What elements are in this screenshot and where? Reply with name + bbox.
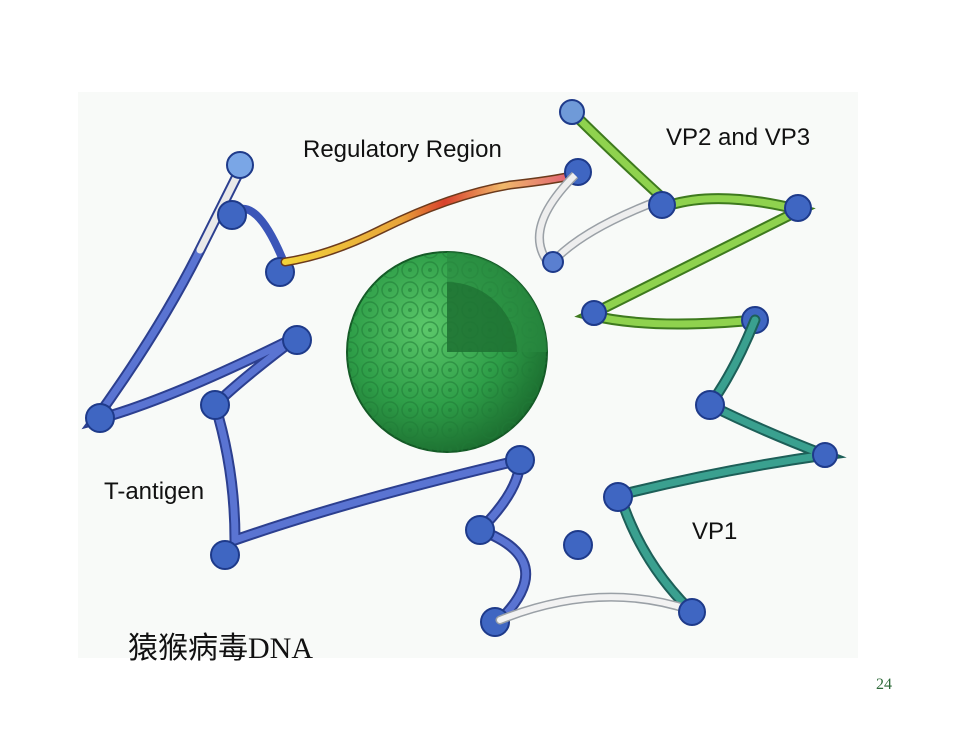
vp1-dna-strand (495, 314, 847, 625)
label-t-antigen: T-antigen (104, 478, 205, 505)
figure-caption: 猿猴病毒DNA (128, 632, 313, 665)
label-vp1: VP1 (692, 518, 738, 545)
label-vp2-vp3: VP2 and VP3 (666, 124, 811, 151)
vp1-nucleosomes (603, 390, 838, 626)
noncoding-loop (534, 171, 662, 273)
virus-capsid (346, 251, 548, 453)
page-number: 24 (876, 676, 892, 693)
label-regulatory-region: Regulatory Region (303, 136, 502, 163)
vp2-vp3-dna-strand (564, 104, 816, 330)
